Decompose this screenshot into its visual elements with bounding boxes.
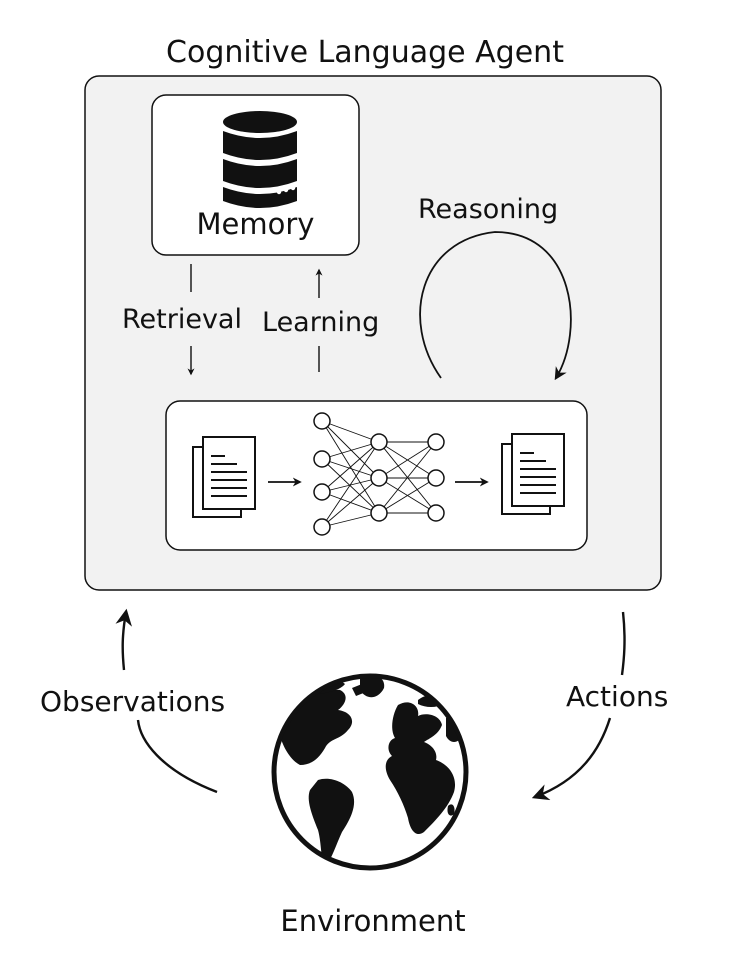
nn-connection	[378, 477, 437, 514]
nn-connection	[321, 458, 380, 479]
neural-network-icon	[313, 412, 445, 536]
nn-node	[427, 504, 445, 522]
globe-icon	[271, 673, 469, 871]
nn-connection	[321, 477, 380, 528]
nn-connection	[378, 441, 437, 479]
environment-label: Environment	[280, 904, 466, 938]
database-icon	[223, 111, 297, 208]
learning-label: Learning	[262, 307, 380, 338]
nn-connection	[321, 420, 380, 443]
nn-node	[313, 412, 331, 430]
nn-connection	[321, 458, 380, 514]
retrieval-label: Retrieval	[122, 304, 242, 335]
nn-node	[427, 469, 445, 487]
nn-connection	[321, 420, 380, 479]
actions-label: Actions	[566, 680, 669, 713]
nn-node	[370, 433, 388, 451]
nn-connection	[378, 441, 437, 514]
diagram-title: Cognitive Language Agent	[166, 35, 564, 70]
nn-node	[313, 483, 331, 501]
reasoning-label: Reasoning	[418, 194, 559, 225]
nn-node	[313, 450, 331, 468]
actions-arrow	[535, 611, 626, 797]
nn-node	[370, 504, 388, 522]
nn-connection	[321, 512, 380, 528]
nn-connection	[321, 441, 380, 493]
nn-connection	[321, 441, 380, 528]
nn-connection	[321, 441, 380, 460]
output-document-icon	[501, 433, 565, 515]
nn-node	[427, 433, 445, 451]
nn-node	[313, 518, 331, 536]
memory-label: Memory	[196, 207, 315, 241]
input-document-icon	[192, 436, 256, 518]
observations-label: Observations	[40, 685, 226, 718]
observations-arrow	[123, 612, 218, 794]
nn-node	[370, 469, 388, 487]
reasoning-loop-arrow	[419, 231, 572, 381]
